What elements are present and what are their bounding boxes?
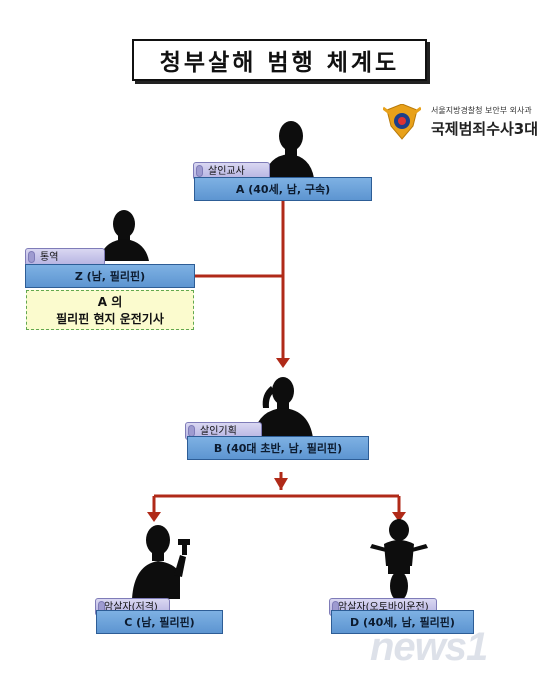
arrowhead-to-c: [147, 512, 161, 522]
person-z-note-line1: A 의: [97, 295, 123, 309]
person-d-box: D (40세, 남, 필리핀): [331, 610, 474, 634]
police-badge-icon: [383, 104, 421, 140]
person-a-silhouette-icon: [264, 121, 314, 178]
arrowhead-to-d: [392, 512, 406, 522]
person-d-motorcycle-silhouette-icon: [370, 519, 428, 601]
news1-watermark: news1: [370, 617, 550, 675]
agency-unit: 국제범죄수사3대: [431, 120, 539, 138]
arrowhead-branch: [274, 478, 288, 490]
person-c-gunman-silhouette-icon: [132, 525, 190, 599]
person-z-note: A 의 필리핀 현지 운전기사: [26, 290, 194, 330]
agency-logo: 서울지방경찰청 보안부 외사과 국제범죄수사3대: [383, 104, 553, 140]
person-z-note-line2: 필리핀 현지 운전기사: [56, 312, 164, 326]
watermark-text: news1: [370, 625, 488, 669]
person-c-box: C (남, 필리핀): [96, 610, 223, 634]
person-z-box: Z (남, 필리핀): [25, 264, 195, 288]
arrowhead-to-b: [276, 358, 290, 368]
person-z-silhouette-icon: [99, 210, 149, 261]
diagram-title: 청부살해 범행 체계도: [132, 39, 427, 81]
person-b-box: B (40대 초반, 남, 필리핀): [187, 436, 369, 460]
person-b-phone-silhouette-icon: [253, 377, 313, 438]
agency-department: 서울지방경찰청 보안부 외사과: [431, 106, 532, 115]
person-a-box: A (40세, 남, 구속): [194, 177, 372, 201]
